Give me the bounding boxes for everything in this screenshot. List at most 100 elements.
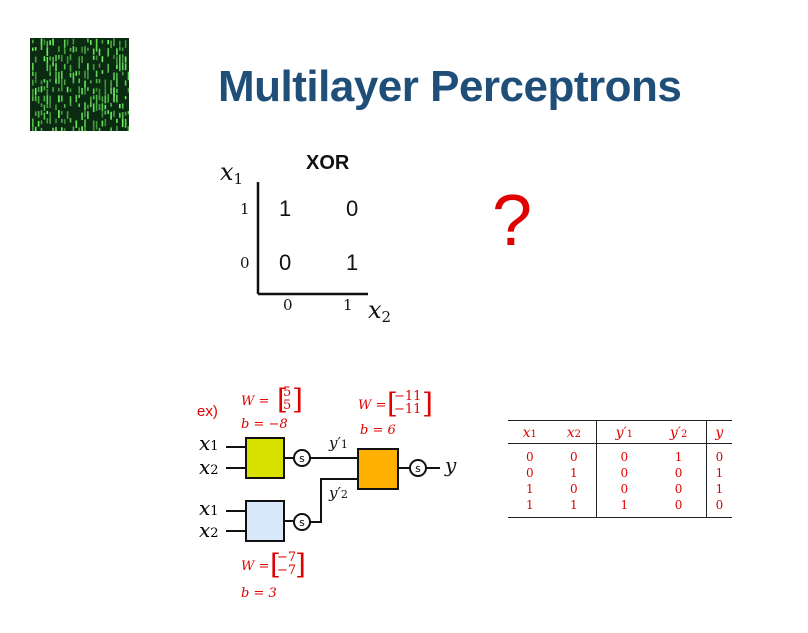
matrix-streak (101, 70, 104, 74)
node2-bracket-left: [ (270, 548, 281, 581)
matrix-streak (55, 118, 57, 124)
matrix-streak (34, 47, 37, 51)
matrix-streak (32, 127, 34, 131)
matrix-streak (43, 95, 46, 102)
table-cell: 1 (705, 465, 732, 481)
table-cell: 0 (596, 465, 652, 481)
matrix-streak (124, 111, 127, 116)
matrix-streak (92, 95, 95, 100)
node1-w-bottom: 5 (283, 398, 292, 413)
matrix-streak (34, 56, 37, 63)
node1-input2-sub: 2 (210, 463, 219, 478)
table-cell: 1 (705, 481, 732, 497)
matrix-streak (107, 63, 109, 73)
y-tick-1: 1 (240, 200, 250, 218)
matrix-streak (101, 56, 104, 63)
matrix-streak (43, 39, 46, 45)
table-cell: 1 (596, 497, 652, 518)
matrix-streak (113, 110, 115, 117)
matrix-streak (46, 95, 49, 105)
matrix-streak (124, 118, 127, 128)
matrix-streak (87, 47, 89, 51)
matrix-streak (69, 96, 72, 105)
output-label: y (445, 453, 457, 477)
matrix-streak (63, 119, 66, 124)
matrix-streak (113, 54, 115, 60)
matrix-streak (104, 104, 107, 110)
matrix-streak (49, 71, 51, 76)
matrix-streak (84, 102, 86, 111)
matrix-streak (98, 95, 101, 101)
matrix-streak (78, 127, 80, 131)
xor-cell-bottom-right: 1 (346, 250, 359, 275)
matrix-streak (116, 88, 118, 94)
node1-bracket-left: [ (277, 383, 288, 416)
matrix-streak (84, 128, 86, 131)
header-y: y (705, 420, 732, 444)
matrix-streak (37, 120, 40, 127)
node1-w-top: 5 (283, 385, 292, 400)
hidden2-sub: 2 (340, 488, 348, 501)
node3-bracket-left: [ (387, 387, 398, 420)
matrix-streak (66, 56, 69, 64)
node1-weight-eq: W = (241, 394, 270, 409)
matrix-streak (95, 78, 98, 84)
matrix-streak (107, 94, 109, 103)
matrix-streak (40, 110, 43, 116)
hidden2-label: y′2 (329, 484, 348, 502)
matrix-streak (72, 38, 75, 45)
matrix-streak (119, 54, 121, 63)
matrix-streak (78, 86, 80, 94)
matrix-streak (107, 40, 109, 45)
matrix-streak (121, 119, 124, 128)
matrix-streak (40, 86, 43, 93)
matrix-streak (32, 88, 34, 98)
matrix-streak (84, 46, 86, 54)
matrix-streak (119, 40, 121, 46)
y-axis-label-x: x (220, 158, 234, 186)
matrix-streak (95, 94, 98, 104)
matrix-streak (69, 118, 72, 123)
matrix-streak (40, 38, 43, 47)
matrix-streak (32, 62, 34, 71)
node2-w-bottom: −7 (277, 563, 297, 578)
matrix-streak (32, 118, 34, 128)
node1-input1-sub: 1 (210, 439, 219, 454)
matrix-streak (95, 46, 98, 52)
matrix-streak (32, 47, 34, 51)
table-cell: 0 (705, 497, 732, 518)
matrix-streak (98, 79, 101, 84)
matrix-streak (113, 87, 115, 96)
matrix-streak (92, 55, 95, 60)
matrix-streak (92, 88, 95, 95)
matrix-streak (34, 72, 37, 80)
table-cell: 1 (674, 450, 683, 464)
header-y2prime: y′2 (669, 425, 688, 441)
matrix-streak (52, 87, 54, 92)
matrix-streak (127, 87, 129, 93)
matrix-streak (92, 120, 95, 130)
hidden1-label-text: y′ (329, 434, 341, 452)
node1-input2-label-text: x (199, 455, 211, 479)
matrix-streak (95, 103, 98, 111)
matrix-streak (95, 70, 98, 77)
hidden1-label: y′1 (329, 434, 348, 452)
matrix-streak (61, 118, 63, 123)
matrix-streak (127, 110, 129, 115)
matrix-streak (66, 39, 69, 46)
matrix-streak (63, 128, 66, 131)
matrix-streak (101, 103, 104, 112)
matrix-streak (110, 127, 112, 131)
matrix-streak (110, 111, 112, 120)
matrix-streak (61, 95, 63, 102)
matrix-streak (84, 110, 86, 118)
matrix-streak (84, 80, 86, 89)
node2-box (245, 500, 285, 542)
matrix-streak (116, 72, 118, 81)
matrix-streak (61, 127, 63, 131)
node1-input2-label: x2 (199, 455, 219, 479)
question-mark: ? (492, 181, 533, 261)
matrix-streak (101, 112, 104, 118)
